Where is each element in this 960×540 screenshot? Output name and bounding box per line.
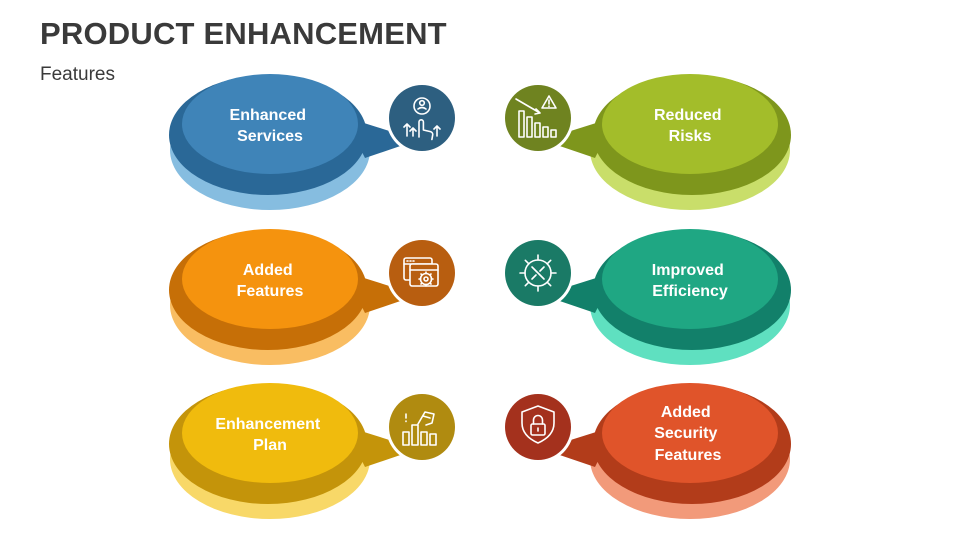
bubble-label: Enhanced Services [230,107,311,145]
bubble-label-line: Risks [669,128,712,145]
bubble-label: Enhancement Plan [215,416,324,454]
bubble-label-line: Added [243,262,293,279]
bubble-face [602,74,778,174]
page-title: PRODUCT ENHANCEMENT [40,16,447,51]
bubble-label-line: Plan [253,437,287,454]
bubble-face [182,74,358,174]
bubble-tail [348,118,418,158]
bubble-added-security-features: Added Security Features [542,383,791,519]
bubble-label-line: Enhanced [230,107,306,124]
bubble-tail [542,427,612,467]
bubble-tail [542,273,612,313]
touch-growth-icon [386,82,458,154]
bubble-label-line: Added [661,404,711,421]
bubble-label-line: Security [654,425,717,442]
bubble-label-line: Enhancement [215,416,321,433]
hand-chart-icon [386,391,458,463]
bubble-tail [542,118,612,158]
bubble-label-line: Features [655,447,722,464]
shield-lock-icon [502,391,574,463]
bubble-enhanced-services: Enhanced Services [169,74,418,210]
bubble-label-line: Services [237,128,303,145]
bubble-reduced-risks: Reduced Risks [542,74,791,210]
bubble-label-line: Improved [652,262,724,279]
bubble-label: Improved Efficiency [652,262,728,300]
bubble-improved-efficiency: Improved Efficiency [542,229,791,365]
bubble-enhancement-plan: Enhancement Plan [169,383,418,519]
bubble-label-line: Reduced [654,107,722,124]
page-subtitle: Features [40,64,115,85]
browser-gear-icon [386,237,458,309]
bubble-label: Reduced Risks [654,107,726,145]
bubble-label: Added Security Features [654,404,722,464]
bubble-face [182,383,358,483]
bubble-label: Added Features [237,262,304,300]
bubble-tail [348,273,418,313]
bubble-label-line: Efficiency [652,283,728,300]
bubble-face [602,229,778,329]
declining-chart-warning-icon [502,82,574,154]
bubble-face [602,383,778,483]
bubble-added-features: Added Features [169,229,418,365]
bubble-face [182,229,358,329]
bubble-label-line: Features [237,283,304,300]
bubble-tail [348,427,418,467]
gear-tools-icon [502,237,574,309]
